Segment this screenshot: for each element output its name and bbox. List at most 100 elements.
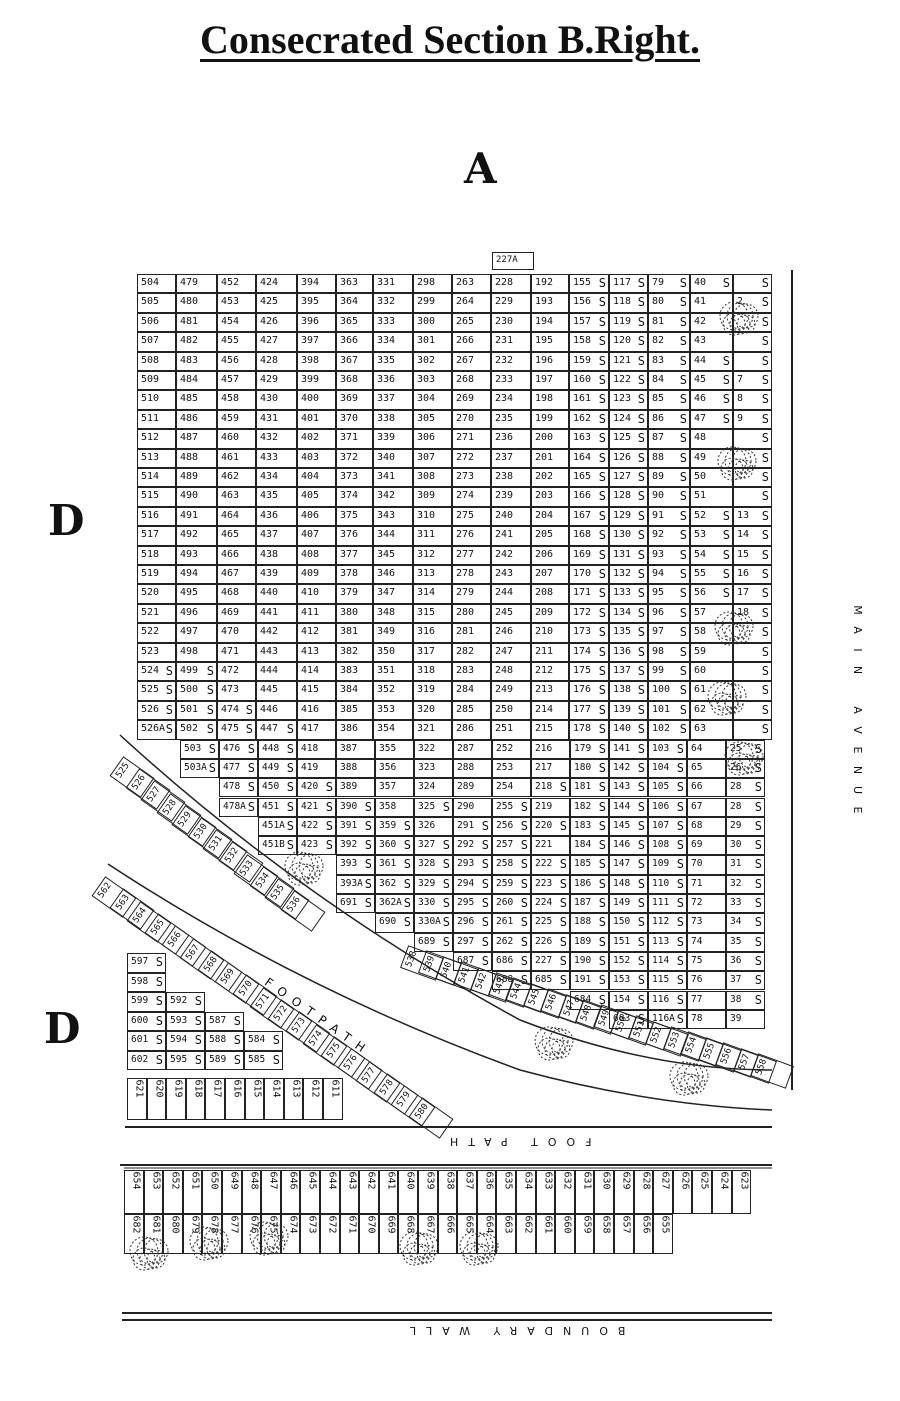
- plot: 644: [320, 1170, 340, 1214]
- plot: 480: [176, 293, 217, 313]
- plot: 78: [687, 1009, 726, 1030]
- reserved-mark: S: [286, 741, 294, 756]
- reserved-mark: S: [676, 838, 684, 853]
- plot: 673: [300, 1214, 320, 1254]
- tree-icon: [724, 447, 752, 475]
- plot: 273: [452, 468, 491, 488]
- plot: 504: [137, 274, 176, 294]
- reserved-mark: S: [637, 780, 645, 795]
- plot: 279: [452, 584, 491, 604]
- reserved-mark: S: [598, 683, 606, 698]
- plot: 197: [531, 371, 569, 391]
- plot: 331: [373, 274, 413, 294]
- reserved-mark: S: [520, 973, 528, 988]
- plot: 324: [414, 778, 453, 798]
- reserved-mark: S: [722, 508, 730, 523]
- reserved-mark: S: [637, 857, 645, 872]
- plot: 647: [261, 1170, 281, 1214]
- plot: 396: [297, 312, 336, 333]
- plot: 278: [452, 565, 491, 585]
- reserved-mark: S: [598, 314, 606, 329]
- plot: 209: [531, 603, 569, 624]
- tree-icon: [672, 1072, 696, 1096]
- tree-icon: [669, 1061, 699, 1091]
- plot: 399: [297, 371, 336, 391]
- label-section-d-lower: D: [44, 1004, 81, 1053]
- plot: 283: [452, 662, 491, 682]
- plot: 284: [452, 681, 491, 701]
- reserved-mark: S: [598, 664, 606, 678]
- plot: 320: [413, 700, 452, 721]
- plot: 253: [492, 758, 531, 779]
- tree-icon: [284, 851, 314, 881]
- plot: 505: [137, 293, 176, 313]
- plot: 611: [323, 1078, 343, 1120]
- plot: 406: [297, 506, 336, 527]
- plot: 413: [297, 642, 336, 662]
- plot: 466: [217, 545, 256, 565]
- reserved-mark: S: [286, 780, 294, 795]
- plot: 198: [531, 390, 569, 410]
- reserved-mark: S: [520, 915, 528, 930]
- plot: 337: [373, 390, 413, 410]
- plot: 639: [418, 1170, 438, 1214]
- plot: 77: [687, 990, 726, 1010]
- plot: 419: [297, 758, 336, 779]
- plot: 369: [336, 390, 373, 410]
- reserved-mark: S: [637, 741, 645, 756]
- reserved-mark: S: [761, 411, 769, 426]
- reserved-mark: S: [481, 953, 489, 968]
- plot: 61: [690, 681, 733, 701]
- plot: 679: [182, 1214, 203, 1254]
- plot: 237: [491, 448, 531, 468]
- plot: 671: [339, 1214, 360, 1254]
- reserved-mark: S: [637, 992, 645, 1007]
- reserved-mark: S: [598, 489, 606, 504]
- reserved-mark: S: [520, 934, 528, 949]
- plot: 248: [491, 662, 531, 682]
- reserved-mark: S: [208, 760, 216, 775]
- tree-icon: [707, 681, 737, 711]
- plot: 302: [413, 351, 452, 371]
- reserved-mark: S: [679, 586, 687, 601]
- plot: 346: [373, 565, 413, 585]
- plot: 334: [373, 332, 413, 352]
- plot: 236: [491, 429, 531, 449]
- plot: 479: [176, 274, 217, 294]
- plot: 436: [256, 506, 297, 527]
- plot: 484: [176, 371, 217, 391]
- reserved-mark: S: [155, 955, 163, 969]
- plot: 214: [531, 700, 569, 721]
- tree-icon: [721, 612, 749, 640]
- tree-icon: [676, 1062, 704, 1090]
- tree-icon: [724, 694, 744, 714]
- plot: 68: [687, 816, 726, 837]
- plot: 267: [452, 351, 491, 371]
- plot: 250: [491, 700, 531, 721]
- plot: 638: [437, 1170, 458, 1214]
- plot: 246: [491, 623, 531, 643]
